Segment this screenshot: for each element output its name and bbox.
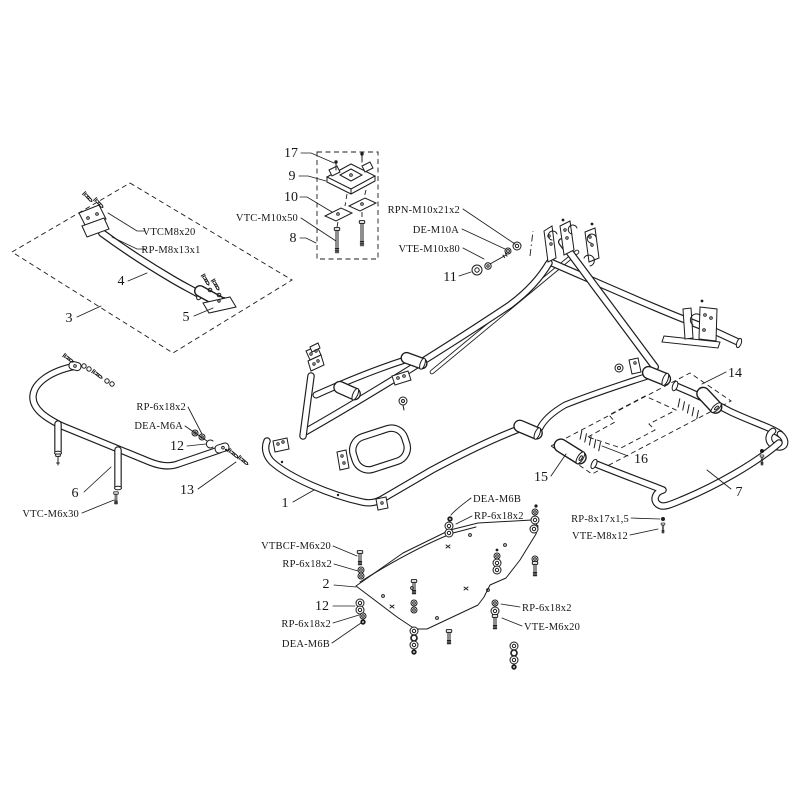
bearing-cluster-right: [661, 299, 721, 349]
bearing-cluster-left: [543, 218, 600, 267]
rear-bumper-group: [550, 372, 789, 534]
callout-2: 2: [323, 577, 330, 592]
callout-12-bumper: 12: [170, 439, 184, 454]
callout-7: 7: [736, 485, 743, 500]
label-rp-6x18x2-bottom: RP-6x18x2: [281, 619, 331, 630]
steering-support-group: [11, 182, 293, 354]
callout-9: 9: [289, 169, 296, 184]
label-vtbcf-m6x20: VTBCF-M6x20: [261, 541, 331, 552]
label-dea-m6a: DEA-M6A: [134, 421, 183, 432]
side-bumper-group: [29, 352, 250, 505]
dashed-box-8: [316, 151, 379, 260]
callout-15: 15: [534, 470, 548, 485]
spindle-bracket-front: [305, 342, 325, 372]
chassis-frame: [261, 218, 743, 511]
callout-17: 17: [284, 146, 298, 161]
callout-3: 3: [66, 311, 73, 326]
label-vtc-m10x50: VTC-M10x50: [236, 213, 298, 224]
callout-numbers: 17 9 10 8 11 4 3 5 6 12 13 1 2 12 14 16 …: [66, 146, 743, 614]
label-dea-m6b-bottom: DEA-M6B: [282, 639, 330, 650]
label-rp-6x18x2-left: RP-6x18x2: [282, 559, 332, 570]
callout-1: 1: [282, 496, 289, 511]
callout-8: 8: [290, 231, 297, 246]
label-rp-6x18x2-top: RP-6x18x2: [474, 511, 524, 522]
callout-4: 4: [118, 274, 125, 289]
label-vtc-m6x30: VTC-M6x30: [22, 509, 79, 520]
steering-bracket: [78, 191, 110, 238]
label-rp-8x17x1-5: RP-8x17x1,5: [571, 514, 629, 525]
callout-16: 16: [634, 452, 648, 467]
axle-bolt-group: [471, 230, 534, 276]
dashed-plate-14: [550, 372, 732, 475]
callout-12-pan: 12: [315, 599, 329, 614]
bolt-vtc-m6x30: [113, 491, 119, 505]
callout-13: 13: [180, 483, 194, 498]
floor-pan-group: [355, 504, 540, 670]
dashed-panel-3: [11, 182, 293, 354]
callout-14: 14: [728, 366, 742, 381]
label-rp-m8x13x1: RP-M8x13x1: [141, 245, 200, 256]
steering-clamp: [194, 273, 237, 314]
seat-mount-group: [316, 151, 379, 260]
label-vte-m8x12: VTE-M8x12: [572, 531, 628, 542]
label-vte-m10x80: VTE-M10x80: [399, 244, 461, 255]
label-de-m10a: DE-M10A: [413, 225, 460, 236]
label-vte-m6x20: VTE-M6x20: [524, 622, 580, 633]
label-rp-6x18x2-bumper: RP-6x18x2: [136, 402, 186, 413]
callout-11: 11: [443, 270, 456, 285]
fastener-labels: VTCM8x20 RP-M8x13x1 VTC-M10x50 RPN-M10x2…: [22, 205, 629, 650]
label-vtcm8x20: VTCM8x20: [143, 227, 196, 238]
label-rp-6x18x2-right: RP-6x18x2: [522, 603, 572, 614]
label-rpn-m10x21x2: RPN-M10x21x2: [388, 205, 460, 216]
callout-10: 10: [284, 190, 298, 205]
callout-6: 6: [72, 486, 79, 501]
callout-5: 5: [183, 310, 190, 325]
leader-lines: [76, 152, 732, 644]
label-dea-m6b-top: DEA-M6B: [473, 494, 521, 505]
